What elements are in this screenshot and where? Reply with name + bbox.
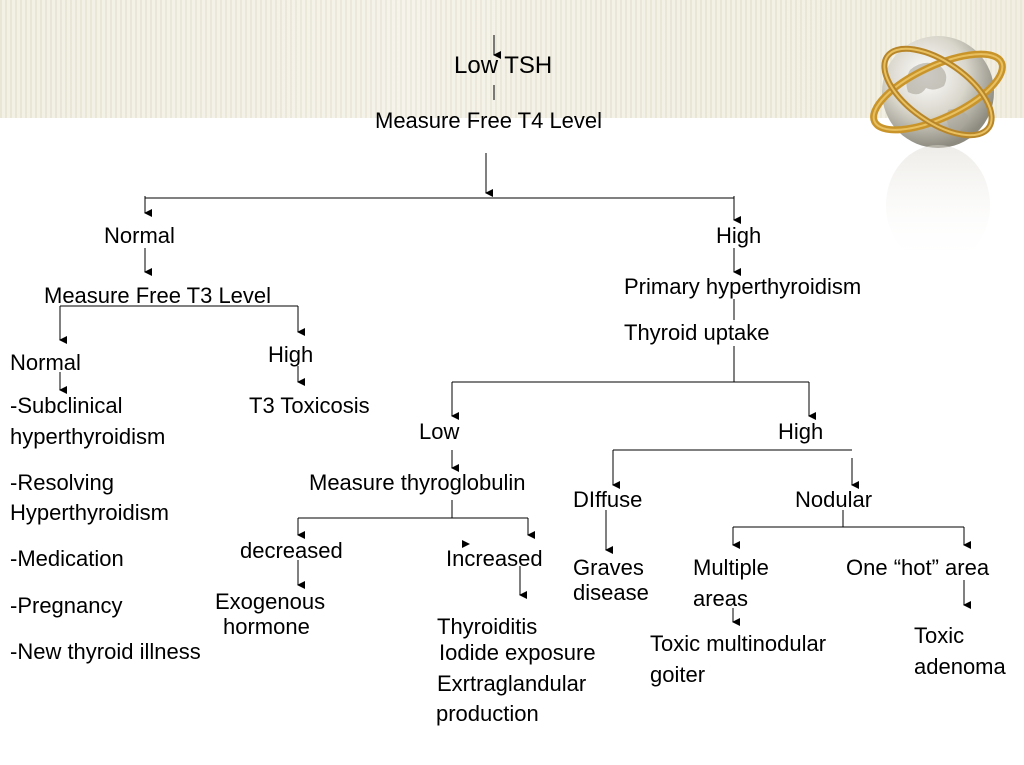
cause-item: -Pregnancy xyxy=(10,593,123,618)
node-thyroglobulin-increased: Increased xyxy=(446,546,543,571)
node-measure-t4: Measure Free T4 Level xyxy=(375,108,603,133)
node-nodular: Nodular xyxy=(795,487,873,512)
header-banner xyxy=(0,0,1024,118)
node-exogenous-hormone-line1: Exogenous xyxy=(215,589,326,614)
node-measure-thyroglobulin: Measure thyroglobulin xyxy=(309,470,526,495)
cause-item: Hyperthyroidism xyxy=(10,500,169,525)
node-graves-line2: disease xyxy=(573,580,649,605)
node-primary-hyperthyroidism: Primary hyperthyroidism xyxy=(624,274,862,299)
cause-item: -Resolving xyxy=(10,470,114,495)
node-t4-high: High xyxy=(716,223,762,248)
cause-item: -Subclinical xyxy=(10,393,123,418)
node-multiple-areas-line1: Multiple xyxy=(693,555,769,580)
header-banner-fade xyxy=(0,0,1024,118)
node-multiple-areas-line2: areas xyxy=(693,586,749,611)
node-one-hot-area: One “hot” area xyxy=(846,555,990,580)
cause-item: -New thyroid illness xyxy=(10,639,201,664)
increased-result-item: production xyxy=(436,701,539,726)
node-root: Low TSH xyxy=(454,52,553,79)
increased-result-item: Iodide exposure xyxy=(439,640,596,665)
node-thyroid-uptake: Thyroid uptake xyxy=(624,320,770,345)
node-toxic-adenoma-line2: adenoma xyxy=(914,654,1006,679)
cause-item: hyperthyroidism xyxy=(10,424,166,449)
node-t3-normal: Normal xyxy=(10,350,81,375)
node-measure-t3: Measure Free T3 Level xyxy=(44,283,272,308)
increased-result-item: Exrtraglandular xyxy=(437,671,587,696)
node-graves-line1: Graves xyxy=(573,555,644,580)
cause-item: -Medication xyxy=(10,546,124,571)
node-uptake-low: Low xyxy=(419,419,460,444)
node-toxic-adenoma-line1: Toxic xyxy=(914,623,965,648)
node-diffuse: DIffuse xyxy=(573,487,643,512)
node-t3-high: High xyxy=(268,342,314,367)
node-t3-toxicosis: T3 Toxicosis xyxy=(249,393,370,418)
node-t4-normal: Normal xyxy=(104,223,175,248)
node-toxic-multinodular-line2: goiter xyxy=(650,662,706,687)
globe-icon xyxy=(860,20,1020,280)
node-uptake-high: High xyxy=(778,419,824,444)
node-toxic-multinodular-line1: Toxic multinodular xyxy=(650,631,827,656)
node-thyroglobulin-decreased: decreased xyxy=(240,538,343,563)
increased-result-item: Thyroiditis xyxy=(437,614,538,639)
node-exogenous-hormone-line2: hormone xyxy=(223,614,310,639)
